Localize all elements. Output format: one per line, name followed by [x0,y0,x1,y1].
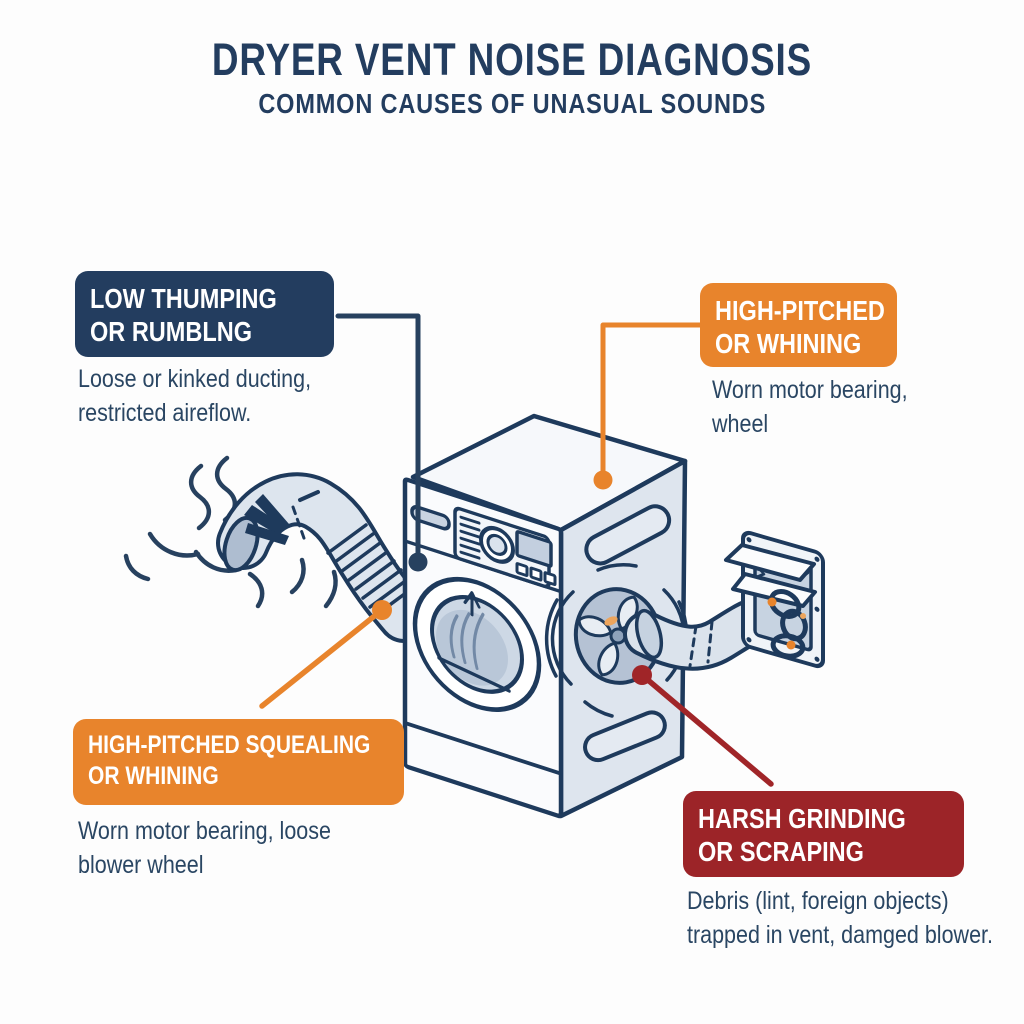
callout-description-high-pitched-squealing: Worn motor bearing, loose blower wheel [78,817,331,879]
callout-description-harsh-grinding: Debris (lint, foreign objects) trapped i… [687,887,993,949]
exhaust-duct-icon [623,597,779,671]
dryer-icon [402,413,688,819]
callout-harsh-grinding: HARSH GRINDING OR SCRAPING [683,791,964,877]
page-subtitle: COMMON CAUSES OF UNASUAL SOUNDS [258,88,766,119]
flex-duct-icon [216,472,431,643]
chain-debris-icon [767,589,808,659]
wall-vent-icon [724,530,825,669]
connector-harsh-grinding [632,665,774,787]
page-title: DRYER VENT NOISE DIAGNOSIS [211,34,813,85]
callout-title: HIGH-PITCHED SQUEALING OR WHINING [88,731,371,790]
connector-low-thumping [335,313,428,572]
callout-description-low-thumping: Loose or kinked ducting, restricted aire… [78,365,312,427]
dryer-door-icon [412,576,542,712]
control-panel-icon [402,477,564,819]
connector-high-pitched-squealing [259,600,392,709]
callout-low-thumping: LOW THUMPING OR RUMBLNG [75,271,334,357]
connector-high-pitched-top [593,322,703,490]
callout-title: LOW THUMPING OR RUMBLNG [90,283,277,347]
callout-high-pitched-top: HIGH-PITCHED OR WHINING [700,283,897,367]
callout-title: HARSH GRINDING OR SCRAPING [698,803,906,867]
callout-high-pitched-squealing: HIGH-PITCHED SQUEALING OR WHINING [73,719,404,805]
header: DRYER VENT NOISE DIAGNOSIS COMMON CAUSES… [0,34,1024,120]
callout-title: HIGH-PITCHED OR WHINING [715,295,885,359]
heat-squiggles-icon [123,455,338,609]
callout-description-high-pitched-top: Worn motor bearing, wheel [712,376,908,438]
